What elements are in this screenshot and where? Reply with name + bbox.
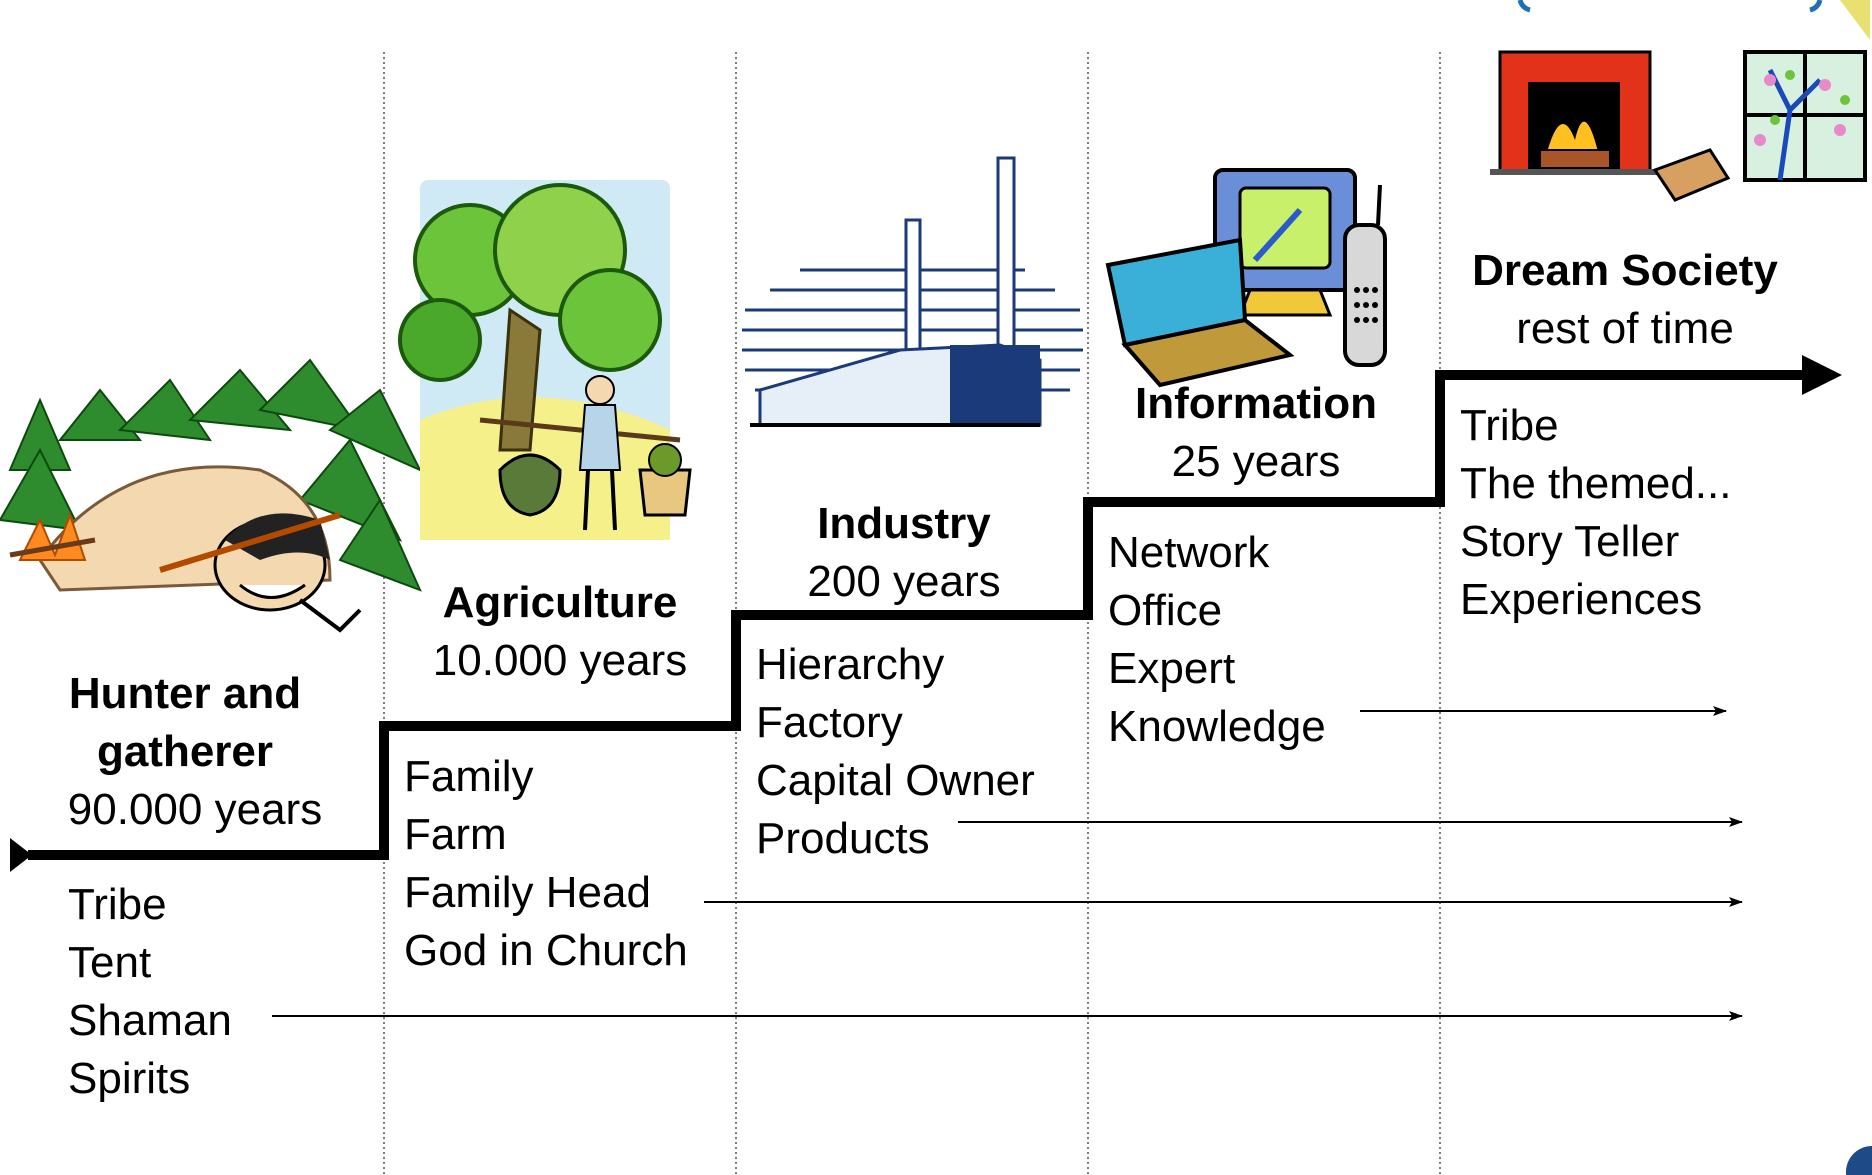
list-item: Family Head [404, 868, 651, 917]
list-item: Capital Owner [756, 756, 1035, 805]
list-item: Network [1108, 528, 1270, 577]
list-item: Family [404, 752, 534, 801]
list-item: Experiences [1460, 575, 1703, 624]
era-duration-industry: 200 years [807, 557, 1001, 606]
list-item: Farm [404, 810, 507, 859]
staircase-arrowhead [1802, 355, 1842, 395]
list-item: Spirits [68, 1054, 191, 1103]
list-item: Tribe [68, 880, 167, 929]
era-duration-information: 25 years [1171, 437, 1341, 486]
list-item: Tent [68, 938, 152, 987]
staircase-line [28, 370, 1808, 860]
list-item: Products [756, 814, 930, 863]
list-item: Hierarchy [756, 640, 945, 689]
era-title-information: Information [1135, 379, 1377, 428]
era-duration-hunter: 90.000 years [67, 785, 323, 834]
era-title-agriculture: Agriculture [442, 578, 678, 627]
era-duration-agriculture: 10.000 years [432, 636, 688, 685]
era-items-industry: Hierarchy Factory Capital Owner Products [756, 636, 1035, 868]
era-title-hunter: Hunter and gatherer [20, 665, 350, 781]
era-title-line: Hunter and [68, 669, 302, 718]
era-items-information: Network Office Expert Knowledge [1108, 524, 1326, 756]
list-item: Expert [1108, 644, 1236, 693]
era-items-dream: Tribe The themed... Story Teller Experie… [1460, 397, 1731, 629]
computer-laptop-phone-icon [1105, 168, 1387, 388]
caveman-campfire-icon [0, 358, 423, 633]
list-item: Office [1108, 586, 1223, 635]
fireplace-window-icon [1490, 0, 1870, 202]
era-title-dream: Dream Society [1472, 246, 1778, 295]
list-item: Tribe [1460, 401, 1559, 450]
list-item: Story Teller [1460, 517, 1680, 566]
era-title-industry: Industry [817, 499, 991, 548]
era-duration-dream: rest of time [1516, 304, 1734, 353]
staircase-tail [10, 838, 32, 872]
list-item: Shaman [68, 996, 232, 1045]
corner-dot-decoration [1846, 1146, 1872, 1175]
era-items-hunter: Tribe Tent Shaman Spirits [68, 876, 232, 1108]
list-item: Factory [756, 698, 903, 747]
list-item: God in Church [404, 926, 688, 975]
factory-smokestacks-icon [742, 156, 1083, 427]
list-item: Knowledge [1108, 702, 1326, 751]
continuation-arrows [272, 706, 1743, 1021]
corner-bracket-decoration [1517, 0, 1823, 13]
era-title-line: gatherer [96, 727, 274, 776]
farmer-trees-icon [398, 180, 692, 540]
era-items-agriculture: Family Farm Family Head God in Church [404, 748, 688, 980]
list-item: The themed... [1460, 459, 1732, 508]
